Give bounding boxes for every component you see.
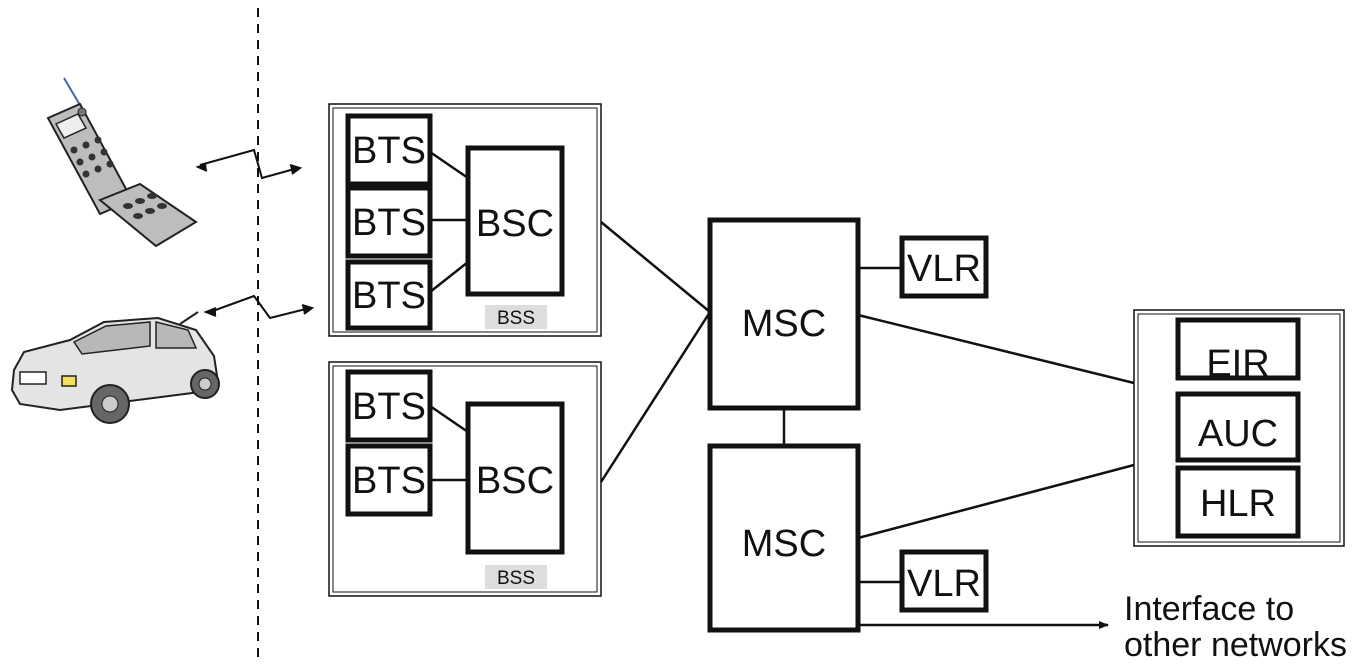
svg-text:BTS: BTS <box>352 130 426 172</box>
svg-text:BSS: BSS <box>497 568 535 589</box>
svg-text:BSC: BSC <box>476 460 554 502</box>
bss-label: BSS <box>485 565 547 589</box>
bss-label: BSS <box>485 305 547 329</box>
bts-node: BTS <box>345 369 433 443</box>
mobile-phone-icon <box>46 77 198 248</box>
bss-top <box>328 103 602 337</box>
bss-bottom <box>328 361 602 597</box>
bts-node: BTS <box>345 185 433 259</box>
bsc-node: BSC <box>465 401 565 555</box>
bts-node: BTS <box>345 443 433 517</box>
svg-text:EIR: EIR <box>1206 343 1269 385</box>
interface-label-line2: other networks <box>1124 626 1347 664</box>
svg-text:MSC: MSC <box>742 523 826 565</box>
svg-text:AUC: AUC <box>1198 413 1278 455</box>
svg-text:BTS: BTS <box>352 386 426 428</box>
vlr-node: VLR <box>899 549 989 613</box>
vlr-node: VLR <box>899 235 989 299</box>
svg-text:BSC: BSC <box>476 203 554 245</box>
bts-node: BTS <box>345 113 433 187</box>
auc-node: AUC <box>1175 391 1301 463</box>
svg-text:BTS: BTS <box>352 202 426 244</box>
msc-node: MSC <box>707 217 861 411</box>
svg-text:BTS: BTS <box>352 460 426 502</box>
eir-node: EIR <box>1175 317 1301 385</box>
bts-node: BTS <box>345 259 433 331</box>
svg-text:VLR: VLR <box>907 563 981 605</box>
svg-text:MSC: MSC <box>742 303 826 345</box>
hlr-node: HLR <box>1175 465 1301 539</box>
connector-lines <box>429 150 1135 629</box>
msc-node: MSC <box>707 443 861 633</box>
bsc-node: BSC <box>465 145 565 297</box>
svg-text:BTS: BTS <box>352 275 426 317</box>
car-icon <box>10 311 220 424</box>
svg-text:VLR: VLR <box>907 248 981 290</box>
svg-text:HLR: HLR <box>1200 483 1276 525</box>
interface-label-line1: Interface to <box>1124 590 1294 628</box>
radio-link-icon <box>195 148 315 320</box>
core-database-group <box>1133 309 1345 547</box>
svg-text:BSS: BSS <box>497 308 535 329</box>
